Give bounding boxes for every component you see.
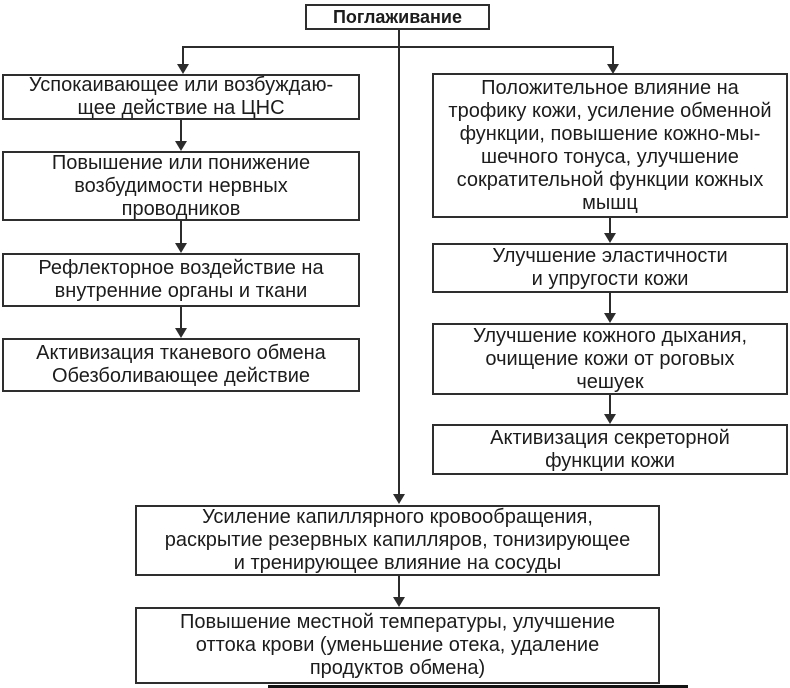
- arrow-down-icon: [393, 494, 405, 504]
- connector-branch-horizontal: [182, 46, 614, 48]
- flow-node-right-1-label: Положительное влияние на трофику кожи, у…: [448, 76, 772, 214]
- page-edge-artifact: [268, 685, 688, 688]
- flow-node-right-1: Положительное влияние на трофику кожи, у…: [432, 73, 788, 218]
- connector-central-stem: [398, 30, 400, 494]
- flow-node-right-4: Активизация секреторной функции кожи: [432, 424, 788, 475]
- flow-node-right-3-label: Улучшение кожного дыхания, очищение кожи…: [472, 324, 748, 393]
- flow-node-left-1: Успокаивающее или возбуждаю- щее действи…: [2, 74, 360, 120]
- flow-node-left-4: Активизация тканевого обмена Обезболиваю…: [2, 338, 360, 392]
- arrow-down-icon: [393, 597, 405, 607]
- flow-node-left-3: Рефлекторное воздействие на внутренние о…: [2, 253, 360, 307]
- flow-node-root-label: Поглаживание: [332, 7, 463, 27]
- flow-node-left-1-label: Успокаивающее или возбуждаю- щее действи…: [28, 74, 334, 119]
- connector-left-drop: [182, 46, 184, 66]
- arrow-down-icon: [175, 243, 187, 253]
- flow-node-bottom-1: Усиление капиллярного кровообращения, ра…: [135, 505, 660, 576]
- connector-left-3-4: [180, 307, 182, 329]
- arrow-down-icon: [604, 313, 616, 323]
- arrow-down-icon: [604, 233, 616, 243]
- flow-node-left-4-label: Активизация тканевого обмена Обезболиваю…: [36, 342, 326, 387]
- connector-left-1-2: [180, 120, 182, 142]
- flow-node-left-2: Повышение или понижение возбудимости нер…: [2, 151, 360, 221]
- flow-node-right-3: Улучшение кожного дыхания, очищение кожи…: [432, 323, 788, 395]
- connector-right-drop: [612, 46, 614, 66]
- connector-right-1-2: [609, 218, 611, 235]
- flow-node-bottom-2-label: Повышение местной температуры, улучшение…: [180, 611, 615, 679]
- connector-right-3-4: [609, 395, 611, 415]
- arrow-down-icon: [607, 64, 619, 74]
- flow-node-bottom-1-label: Усиление капиллярного кровообращения, ра…: [164, 506, 631, 574]
- flow-node-left-3-label: Рефлекторное воздействие на внутренние о…: [38, 257, 324, 302]
- connector-right-2-3: [609, 293, 611, 314]
- flow-node-right-2-label: Улучшение эластичности и упругости кожи: [492, 245, 728, 290]
- arrow-down-icon: [604, 414, 616, 424]
- connector-left-2-3: [180, 221, 182, 244]
- flow-node-right-4-label: Активизация секреторной функции кожи: [490, 426, 730, 472]
- connector-bottom-1-2: [398, 576, 400, 598]
- arrow-down-icon: [175, 141, 187, 151]
- flow-node-left-2-label: Повышение или понижение возбудимости нер…: [51, 151, 311, 220]
- flow-node-root: Поглаживание: [305, 4, 490, 30]
- arrow-down-icon: [175, 328, 187, 338]
- flow-node-bottom-2: Повышение местной температуры, улучшение…: [135, 607, 660, 684]
- flow-node-right-2: Улучшение эластичности и упругости кожи: [432, 243, 788, 293]
- arrow-down-icon: [177, 64, 189, 74]
